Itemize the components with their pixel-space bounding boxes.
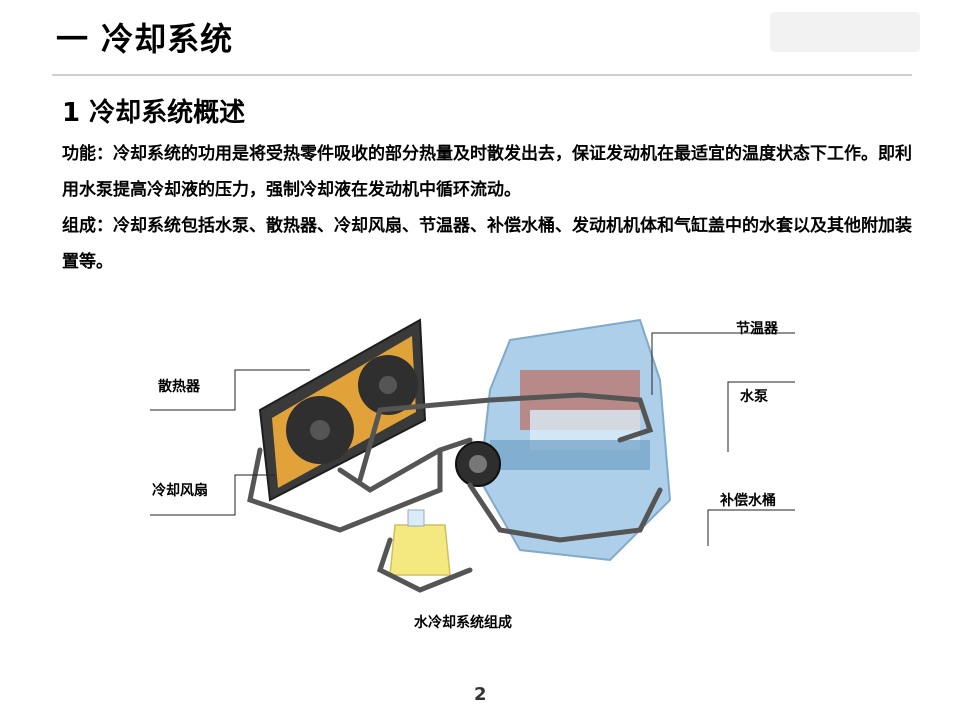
radiator (258, 318, 427, 502)
expansion-tank (389, 509, 451, 576)
function-paragraph: 功能：冷却系统的功用是将受热零件吸收的部分热量及时散发出去，保证发动机在最适宜的… (62, 136, 912, 208)
composition-text: ：冷却系统包括水泵、散热器、冷却风扇、节温器、补偿水桶、发动机机体和气缸盖中的水… (62, 216, 912, 272)
slide-title: 一 冷却系统 (56, 20, 234, 58)
function-text: ：冷却系统的功用是将受热零件吸收的部分热量及时散发出去，保证发动机在最适宜的温度… (62, 144, 912, 200)
expansion-tank-label: 补偿水桶 (720, 493, 776, 509)
coolant-pipes (247, 392, 663, 593)
watermark-logo (770, 12, 920, 52)
composition-paragraph: 组成：冷却系统包括水泵、散热器、冷却风扇、节温器、补偿水桶、发动机机体和气缸盖中… (62, 208, 912, 280)
leader-lines (150, 332, 795, 546)
page-number: 2 (474, 684, 487, 705)
title-divider (52, 74, 912, 76)
water-pump-label: 水泵 (740, 389, 768, 405)
diagram-caption: 水冷却系统组成 (414, 615, 512, 631)
cooling-system-diagram (150, 318, 795, 593)
function-label: 功能 (62, 144, 96, 164)
thermostat-label: 节温器 (736, 321, 778, 337)
section-title: 1 冷却系统概述 (62, 98, 246, 128)
radiator-label: 散热器 (158, 379, 200, 395)
composition-label: 组成 (62, 216, 96, 236)
cooling-fan-label: 冷却风扇 (152, 483, 208, 499)
